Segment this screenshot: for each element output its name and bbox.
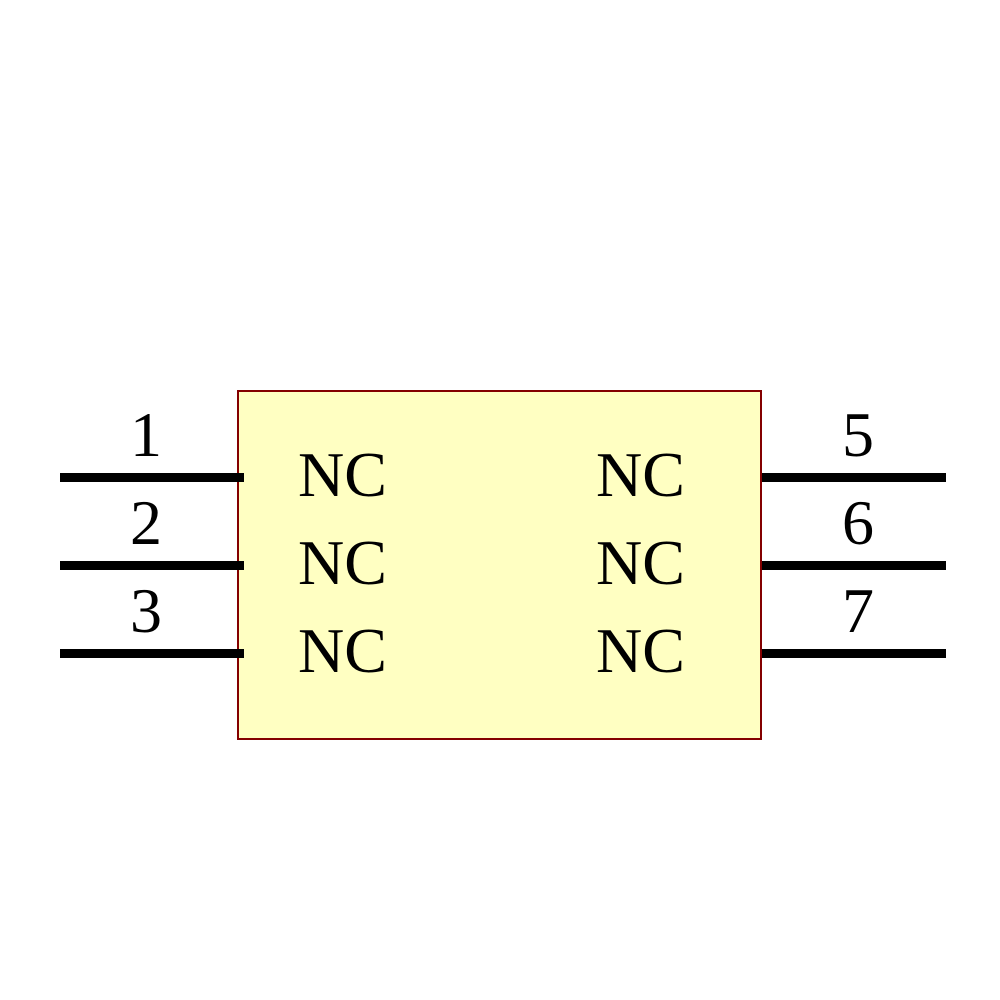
pin-7-number: 7 (842, 575, 874, 646)
pin-1-wire[interactable] (60, 473, 244, 482)
pin-2-number: 2 (130, 487, 162, 558)
pin-5-number: 5 (842, 399, 874, 470)
pin-3-wire[interactable] (60, 649, 244, 658)
pin-2-wire[interactable] (60, 561, 244, 570)
pin-6-number: 6 (842, 487, 874, 558)
pin-3-number: 3 (130, 575, 162, 646)
pin-7-wire[interactable] (762, 649, 946, 658)
component-body[interactable] (237, 390, 762, 740)
pin-5-wire[interactable] (762, 473, 946, 482)
pin-6-wire[interactable] (762, 561, 946, 570)
pin-1-number: 1 (130, 399, 162, 470)
